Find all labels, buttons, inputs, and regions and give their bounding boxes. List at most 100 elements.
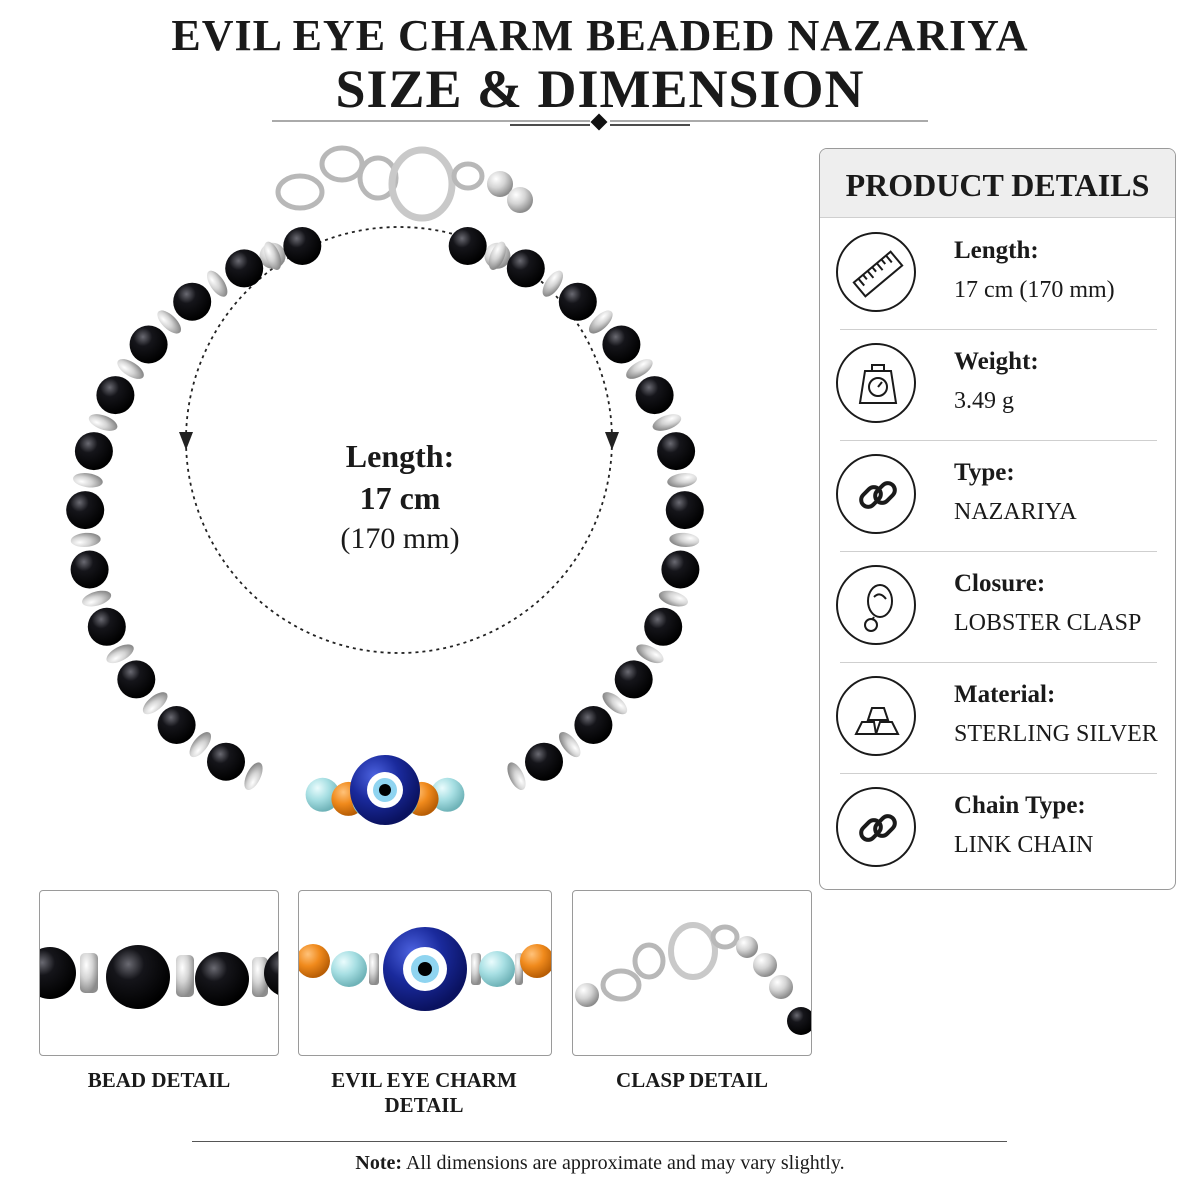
black-bead — [87, 607, 126, 646]
clasp-chain — [275, 145, 533, 222]
detail-label: Type: — [954, 459, 1015, 486]
divider — [840, 440, 1157, 441]
detail-row-length: Length: 17 cm (170 mm) — [820, 219, 1175, 330]
black-bead — [657, 432, 696, 471]
silver-spacer — [488, 241, 506, 270]
black-bead — [644, 607, 683, 646]
detail-label: Weight: — [954, 348, 1039, 375]
silver-spacer — [626, 359, 653, 379]
black-bead — [157, 706, 196, 744]
black-bead — [74, 432, 113, 471]
black-bead — [558, 282, 597, 321]
silver-spacer — [652, 414, 682, 431]
silver-bars-icon — [836, 676, 916, 756]
footer-divider — [192, 1141, 1007, 1142]
bracelet-image — [66, 145, 704, 825]
black-bead — [70, 550, 109, 589]
chain-link-icon — [836, 454, 916, 534]
bead-detail-image — [39, 890, 279, 1056]
detail-value: LINK CHAIN — [954, 832, 1094, 858]
black-bead — [66, 491, 105, 530]
black-bead — [525, 742, 563, 781]
length-callout: Length: 17 cm (170 mm) — [290, 435, 510, 559]
footer-note: Note: All dimensions are approximate and… — [0, 1152, 1200, 1175]
black-bead — [225, 249, 264, 288]
length-callout-alt-value: (170 mm) — [340, 522, 460, 555]
evil-eye-detail-caption: EVIL EYE CHARM DETAIL — [331, 1068, 517, 1117]
title-divider — [272, 113, 928, 131]
detail-value: STERLING SILVER — [954, 721, 1158, 747]
silver-spacer — [244, 762, 263, 791]
silver-spacer — [542, 270, 563, 297]
silver-spacer — [636, 644, 664, 664]
page-subtitle: SIZE & DIMENSION — [335, 59, 865, 119]
divider — [840, 551, 1157, 552]
black-bead — [448, 227, 487, 265]
bead-detail-caption: BEAD DETAIL — [87, 1068, 231, 1092]
detail-label: Closure: — [954, 570, 1046, 597]
detail-label: Length: — [954, 237, 1039, 264]
divider — [840, 329, 1157, 330]
divider — [840, 773, 1157, 774]
silver-spacer — [507, 762, 526, 791]
black-bead — [283, 227, 322, 265]
silver-spacer — [588, 310, 613, 334]
detail-row-closure: Closure: LOBSTER CLASP — [820, 552, 1175, 663]
silver-spacer — [207, 270, 228, 297]
silver-spacer — [189, 732, 212, 758]
black-bead — [207, 742, 245, 781]
divider — [840, 662, 1157, 663]
silver-spacer — [602, 692, 628, 715]
silver-spacer — [264, 241, 282, 270]
detail-label: Material: — [954, 681, 1056, 708]
lobster-clasp-icon — [836, 565, 916, 645]
note-label: Note: — [355, 1152, 403, 1174]
detail-value: 17 cm (170 mm) — [954, 277, 1115, 303]
ruler-icon — [836, 232, 916, 312]
black-bead — [506, 249, 545, 288]
evil-eye-charm — [350, 755, 420, 825]
silver-spacer — [669, 532, 700, 547]
detail-row-material: Material: STERLING SILVER — [820, 663, 1175, 774]
silver-spacer — [73, 473, 103, 488]
arrow-down-icon — [179, 432, 193, 450]
colored-bead — [430, 777, 465, 812]
black-bead — [614, 660, 653, 699]
detail-value: LOBSTER CLASP — [954, 610, 1142, 636]
black-bead — [661, 550, 700, 589]
clasp-detail-image — [572, 890, 812, 1056]
product-details-panel: PRODUCT DETAILS Length: 17 cm (170 mm) W… — [819, 148, 1176, 890]
evil-eye-detail-image — [298, 890, 552, 1056]
silver-spacer — [667, 473, 697, 488]
black-bead — [665, 491, 704, 530]
black-bead — [574, 706, 613, 744]
black-bead — [129, 325, 168, 364]
scale-icon — [836, 343, 916, 423]
silver-spacer — [157, 310, 182, 334]
detail-row-weight: Weight: 3.49 g — [820, 330, 1175, 441]
colored-bead — [305, 777, 340, 812]
note-text: All dimensions are approximate and may v… — [402, 1152, 845, 1174]
detail-label: Chain Type: — [954, 792, 1086, 819]
silver-spacer — [117, 359, 144, 379]
silver-spacer — [88, 414, 118, 431]
arrow-down-icon — [605, 432, 619, 450]
detail-value: NAZARIYA — [954, 499, 1077, 525]
black-bead — [635, 376, 674, 415]
black-bead — [173, 282, 212, 321]
black-bead — [117, 660, 156, 699]
black-bead — [602, 325, 641, 364]
length-callout-label: Length: — [345, 438, 455, 474]
product-details-heading: PRODUCT DETAILS — [820, 149, 1175, 218]
silver-spacer — [558, 732, 581, 758]
black-bead — [96, 376, 135, 415]
silver-spacer — [658, 590, 688, 607]
silver-spacer — [106, 644, 134, 664]
silver-spacer — [70, 532, 101, 547]
detail-row-chain-type: Chain Type: LINK CHAIN — [820, 774, 1175, 885]
length-callout-value: 17 cm — [359, 480, 441, 516]
page-title: EVIL EYE CHARM BEADED NAZARIYA — [171, 11, 1029, 60]
chain-link-icon — [836, 787, 916, 867]
silver-spacer — [82, 590, 112, 607]
detail-row-type: Type: NAZARIYA — [820, 441, 1175, 552]
